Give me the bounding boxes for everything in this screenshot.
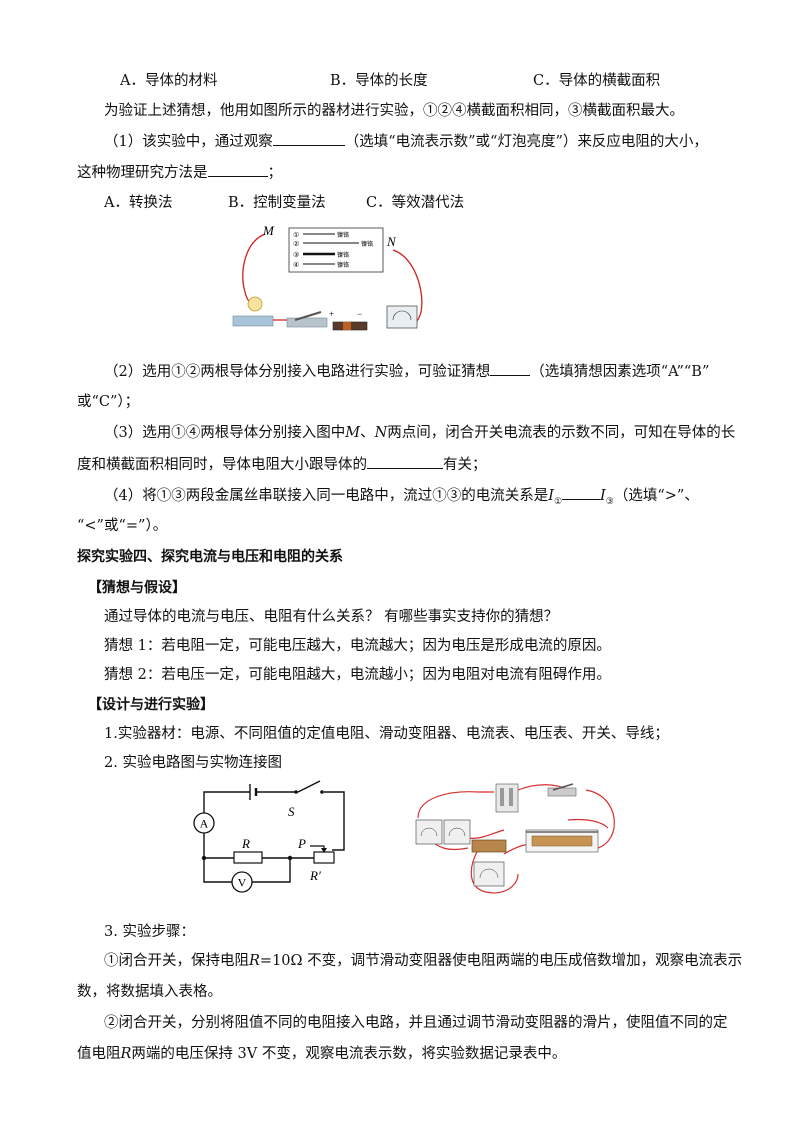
current-sub-1: ① — [553, 496, 563, 507]
rheostat-label: R′ — [309, 868, 321, 883]
resistor-device-icon — [471, 839, 507, 853]
q3-line2-text: 度和横截面积相同时，导体电阻大小跟导体的 — [77, 457, 367, 473]
q1-blank-2 — [207, 162, 268, 177]
diagram-caption: 2. 实验电路图与实物连接图 — [104, 755, 282, 771]
wire-board — [288, 227, 384, 273]
switch-label-s: S — [288, 804, 295, 819]
step1-text-pre: ①闭合开关，保持电阻 — [104, 953, 249, 969]
wire-label-1: 镍铬 — [337, 231, 349, 239]
bulb-icon — [247, 296, 263, 312]
question-3-line2: 度和横截面积相同时，导体电阻大小跟导体的 有关； — [77, 454, 487, 475]
guess-1: 猜想 1：若电阻一定，可能电压越大，电流越大；因为电压是形成电流的原因。 — [104, 638, 611, 654]
step-1-line2: 数，将数据填入表格。 — [77, 984, 222, 1000]
q3-blank — [367, 454, 443, 469]
question-1-line1: （1）该实验中，通过观察 （选填“电流表示数”或“灯泡亮度”）来反应电阻的大小， — [104, 131, 708, 152]
wire-num-4: ④ — [293, 261, 299, 269]
switch-device-icon — [547, 787, 577, 797]
q3-separator: 、 — [360, 425, 375, 441]
junction-right — [287, 855, 293, 861]
option-c-equivalent: C．等效潜代法 — [366, 195, 465, 211]
q1-text-post: （选填“电流表示数”或“灯泡亮度”）来反应电阻的大小， — [344, 134, 708, 150]
q4-text-pre: （4）将①③两段金属丝串联接入同一电路中，流过①③的电流关系是 — [104, 488, 549, 504]
guess-2: 猜想 2：若电压一定，可能电阻越大，电流越小；因为电阻对电流有阻碍作用。 — [104, 667, 611, 683]
rheostat — [313, 851, 335, 864]
intro-text: 为验证上述猜想，他用如图所示的器材进行实验，①②④横截面积相同，③横截面积最大。 — [104, 103, 684, 119]
step-2-line1: ②闭合开关，分别将阻值不同的电阻接入电路，并且通过调节滑动变阻器的滑片，使阻值不… — [104, 1015, 728, 1031]
wire-label-4: 镍铬 — [337, 261, 349, 269]
switch-contact-right — [320, 790, 324, 794]
q2-blank — [490, 361, 531, 376]
wire-num-3: ③ — [293, 251, 299, 259]
ammeter-symbol — [193, 812, 215, 834]
q1-line2-end: ； — [267, 165, 283, 181]
voltmeter-symbol — [231, 871, 253, 893]
voltmeter-device-icon — [443, 819, 471, 845]
slider-label-p: P — [297, 836, 306, 851]
step2-text-pre: 值电阻 — [77, 1046, 121, 1062]
label-n: N — [386, 234, 397, 249]
equipment-list: 1.实验器材：电源、不同阻值的定值电阻、滑动变阻器、电流表、电压表、开关、导线； — [104, 726, 669, 742]
battery-minus: − — [357, 309, 362, 319]
step2-symbol-r: R — [120, 1046, 132, 1062]
wire-left — [242, 233, 266, 305]
hypothesis-heading: 【猜想与假设】 — [88, 580, 186, 596]
lower-meter-device-icon — [473, 861, 505, 887]
option-a-conversion: A．转换法 — [104, 195, 173, 211]
resistor-label-r: R — [241, 836, 250, 851]
design-heading: 【设计与进行实验】 — [88, 697, 214, 713]
switch-icon — [286, 317, 328, 328]
q3-point-m: M — [345, 425, 361, 441]
q3-text-pre: （3）选用①④两根导体分别接入图中 — [104, 425, 346, 441]
switch-contact-left — [294, 790, 298, 794]
q2-text-post: （选填猜想因素选项“A”“B” — [530, 364, 710, 380]
q4-blank — [562, 485, 601, 500]
option-a-material: A．导体的材料 — [120, 73, 218, 89]
q1-line2-text: 这种物理研究方法是 — [77, 165, 208, 181]
step1-symbol-r: R — [249, 953, 260, 969]
q4-text-post: （选填“>”、 — [613, 488, 699, 504]
hypothesis-question: 通过导体的电流与电压、电阻有什么关系？ 有哪些事实支持你的猜想？ — [104, 609, 559, 625]
ammeter-icon — [386, 305, 418, 329]
label-m: M — [262, 223, 275, 238]
q1-blank-1 — [272, 131, 345, 146]
question-2-line2: 或“C”）； — [77, 394, 140, 410]
section-title: 探究实验四、探究电流与电压和电阻的关系 — [77, 549, 343, 565]
current-symbol-1: I — [548, 488, 554, 504]
voltmeter-label: V — [238, 876, 247, 890]
switch-blade — [297, 780, 321, 793]
steps-heading: 3. 实验步骤： — [104, 924, 195, 940]
junction-left — [201, 855, 207, 861]
q3-point-n: N — [374, 425, 388, 441]
battery-box-icon — [495, 783, 519, 813]
q2-text-pre: （2）选用①②两根导体分别接入电路进行实验，可验证猜想 — [104, 364, 491, 380]
apparatus-figure: M N ① ② ③ ④ 镍铬 镍铬 镍铬 镍铬 + − — [232, 223, 423, 331]
circuit-diagram: A V S R P R′ — [193, 780, 345, 893]
wire-label-right: 镍铬 — [361, 240, 373, 248]
question-3-line1: （3）选用①④两根导体分别接入图中M、N两点间，闭合开关电流表的示数不同，可知在… — [104, 423, 735, 443]
wire-label-3: 镍铬 — [337, 251, 349, 259]
q3-text-post: 两点间，闭合开关电流表的示数不同，可知在导体的长 — [387, 425, 736, 441]
option-b-length: B．导体的长度 — [330, 73, 428, 89]
question-4-line2: “<”或“=”）。 — [77, 518, 168, 534]
battery-plus: + — [329, 309, 334, 319]
resistor-r — [233, 851, 263, 864]
step-2-line2: 值电阻R两端的电压保持 3V 不变，观察电流表示数，将实验数据记录表中。 — [77, 1044, 566, 1064]
physical-connection-figure — [415, 783, 615, 894]
ammeter-label: A — [200, 817, 209, 831]
wire-num-1: ① — [293, 231, 299, 239]
current-sub-3: ③ — [605, 496, 614, 507]
step2-text-post: 两端的电压保持 3V 不变，观察电流表示数，将实验数据记录表中。 — [131, 1046, 567, 1062]
step1-text-post: =10Ω 不变，调节滑动变阻器使电阻两端的电压成倍数增加，观察电流表示 — [259, 953, 743, 969]
question-1-line2: 这种物理研究方法是 ； — [77, 162, 282, 183]
q3-line2-end: 有关； — [443, 457, 487, 473]
option-c-cross-section: C．导体的横截面积 — [533, 73, 661, 89]
step-1-line1: ①闭合开关，保持电阻R=10Ω 不变，调节滑动变阻器使电阻两端的电压成倍数增加，… — [104, 951, 742, 971]
wire-num-2: ② — [293, 240, 299, 248]
option-b-control-variable: B．控制变量法 — [228, 195, 326, 211]
ammeter-device-icon — [415, 819, 443, 845]
current-symbol-3: I — [600, 488, 606, 504]
question-2-line1: （2）选用①②两根导体分别接入电路进行实验，可验证猜想 （选填猜想因素选项“A”“… — [104, 361, 709, 382]
q1-text-pre: （1）该实验中，通过观察 — [104, 134, 273, 150]
